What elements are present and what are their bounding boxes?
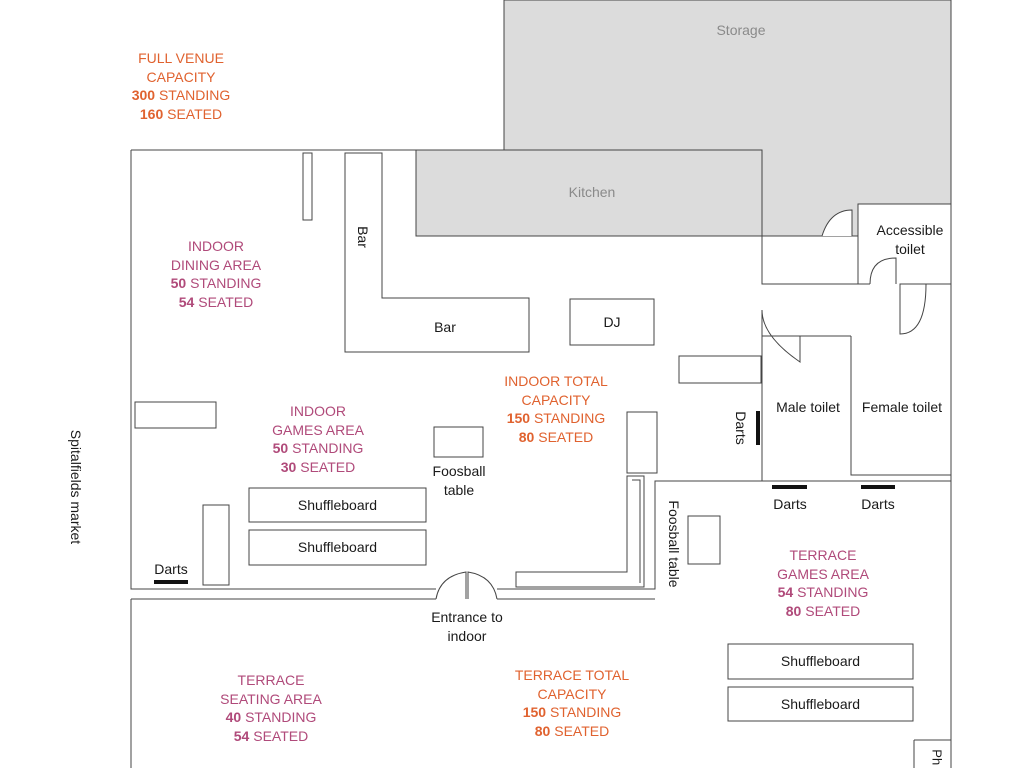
male-toilet-label: Male toilet [776, 399, 840, 415]
l-bench [515, 475, 645, 588]
shuffleboard-table-4 [727, 686, 914, 722]
darts-label-3: Darts [773, 496, 807, 512]
darts-label-1: Darts [154, 561, 188, 577]
shuffleboard-label-2: Shuffleboard [297, 539, 378, 555]
indoor-games-capacity: INDOOR GAMES AREA 50 STANDING 30 SEATED [272, 403, 364, 475]
female-toilet-label: Female toilet [861, 399, 943, 415]
phone-booth-label: Ph [929, 749, 945, 766]
door-swings [435, 257, 927, 600]
furniture [134, 152, 914, 722]
street-label: Spitalfields market [68, 429, 84, 545]
entrance-label: Entrance to indoor [431, 609, 503, 644]
shuffleboard-table-3 [727, 643, 914, 680]
terrace-seating-capacity: TERRACE SEATING AREA 40 STANDING 54 SEAT… [220, 672, 322, 744]
bar-label: Bar [434, 319, 456, 335]
shuffleboard-table-1 [248, 487, 427, 523]
bench-left [134, 401, 217, 429]
shuffleboard-label-3: Shuffleboard [780, 653, 861, 669]
bar-vertical-label: Bar [355, 226, 371, 248]
kitchen-label: Kitchen [568, 184, 616, 200]
foosball-table-label: Foosball table [432, 463, 486, 498]
storage-label: Storage [716, 22, 766, 38]
full-venue-capacity: FULL VENUE CAPACITY 300 STANDING 160 SEA… [131, 50, 231, 122]
shuffleboard-label-4: Shuffleboard [780, 696, 861, 712]
foosball-table-indoor [433, 426, 484, 458]
indoor-total-capacity: INDOOR TOTAL CAPACITY 150 STANDING 80 SE… [504, 373, 608, 445]
foosball-table-terrace [687, 515, 721, 565]
shuffleboard-table-2 [248, 529, 427, 566]
accessible-toilet-label: Accessible toilet [876, 222, 944, 257]
dj-label: DJ [603, 314, 621, 330]
bench-right-mid [626, 411, 658, 474]
terrace-total-capacity: TERRACE TOTAL CAPACITY 150 STANDING 80 S… [514, 667, 630, 739]
darts-label-2: Darts [733, 411, 749, 445]
bench-vertical [202, 504, 230, 586]
kitchen-door-swing [821, 209, 853, 237]
indoor-dining-capacity: INDOOR DINING AREA 50 STANDING 54 SEATED [170, 238, 262, 310]
dj-booth [569, 298, 655, 346]
foosball-table-vertical-label: Foosball table [666, 500, 682, 588]
walls [130, 149, 952, 768]
pillar [302, 152, 313, 221]
bar-counter [344, 152, 530, 353]
dart-boards [154, 411, 895, 584]
bench-right-top [678, 355, 762, 384]
terrace-games-capacity: TERRACE GAMES AREA 54 STANDING 80 SEATED [777, 547, 869, 619]
darts-label-4: Darts [861, 496, 895, 512]
shuffleboard-label-1: Shuffleboard [297, 497, 378, 513]
